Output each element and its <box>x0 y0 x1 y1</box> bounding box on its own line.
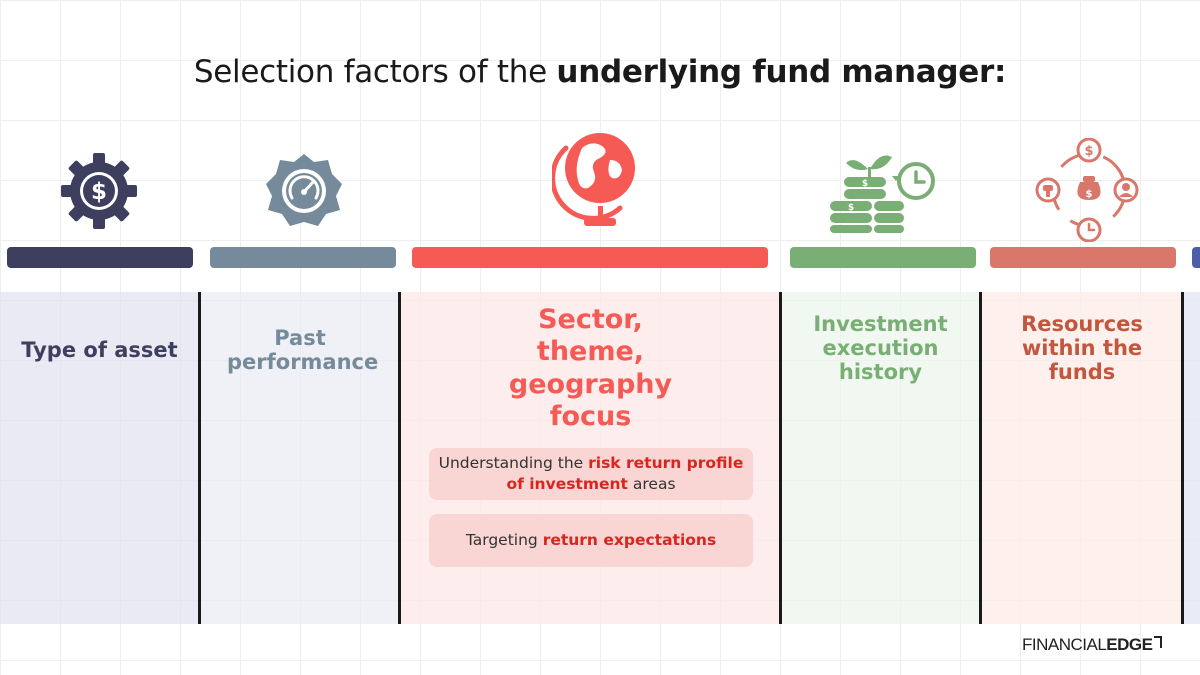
panel-partial-next <box>1184 292 1200 624</box>
panel-type-of-asset: Type of asset <box>0 292 199 624</box>
bar-partial-next <box>1192 247 1200 268</box>
bar-resources <box>990 247 1176 268</box>
column-divider <box>398 292 401 624</box>
point-emphasis: return expectations <box>542 531 717 550</box>
panel-title: Investment execution history <box>813 312 948 385</box>
coins-plant-clock-icon: $ $ <box>830 155 935 233</box>
panel-resources: Resources within the funds <box>982 292 1182 624</box>
dollar-gear-icon: $ <box>61 153 137 229</box>
money-bag-cycle-icon: $ $ <box>1035 138 1139 242</box>
point-emphasis: risk return profile of investment <box>506 454 744 493</box>
point-risk-return: Understanding the risk return profile of… <box>429 448 753 500</box>
bar-type-of-asset <box>7 247 193 268</box>
point-text: Understanding the <box>438 454 589 473</box>
svg-text:$: $ <box>91 179 107 205</box>
speedometer-gear-icon <box>266 154 342 226</box>
page-title: Selection factors of the underlying fund… <box>0 54 1200 90</box>
bar-sector-focus <box>412 247 768 268</box>
bar-execution-history <box>790 247 976 268</box>
title-emphasis: underlying fund manager: <box>556 54 1007 90</box>
column-divider <box>979 292 982 624</box>
logo-bold: EDGE <box>1106 635 1153 654</box>
logo-light: FINANCIAL <box>1022 635 1107 654</box>
financial-edge-logo: FINANCIALEDGE <box>1022 635 1163 655</box>
globe-icon <box>552 133 635 226</box>
panel-past-performance: Past performance <box>201 292 399 624</box>
point-return-expectations: Targeting return expectations <box>429 514 753 567</box>
panel-title: Type of asset <box>21 338 178 362</box>
point-text: Targeting <box>465 531 543 550</box>
panel-title: Past performance <box>227 326 379 375</box>
column-divider <box>1181 292 1184 624</box>
svg-text:$: $ <box>1084 144 1093 159</box>
panel-execution-history: Investment execution history <box>782 292 979 624</box>
point-text: areas <box>627 475 676 493</box>
panel-sector-focus: Sector, theme, geography focus Understan… <box>401 292 780 624</box>
column-divider <box>198 292 201 624</box>
svg-text:$: $ <box>862 179 868 189</box>
svg-text:$: $ <box>848 203 854 213</box>
panel-title: Sector, theme, geography focus <box>508 304 673 433</box>
title-prefix: Selection factors of the <box>193 54 557 90</box>
svg-text:$: $ <box>1086 189 1093 200</box>
logo-mark-icon <box>1154 636 1163 648</box>
panel-title: Resources within the funds <box>1021 312 1143 385</box>
column-divider <box>779 292 782 624</box>
bar-past-performance <box>210 247 396 268</box>
